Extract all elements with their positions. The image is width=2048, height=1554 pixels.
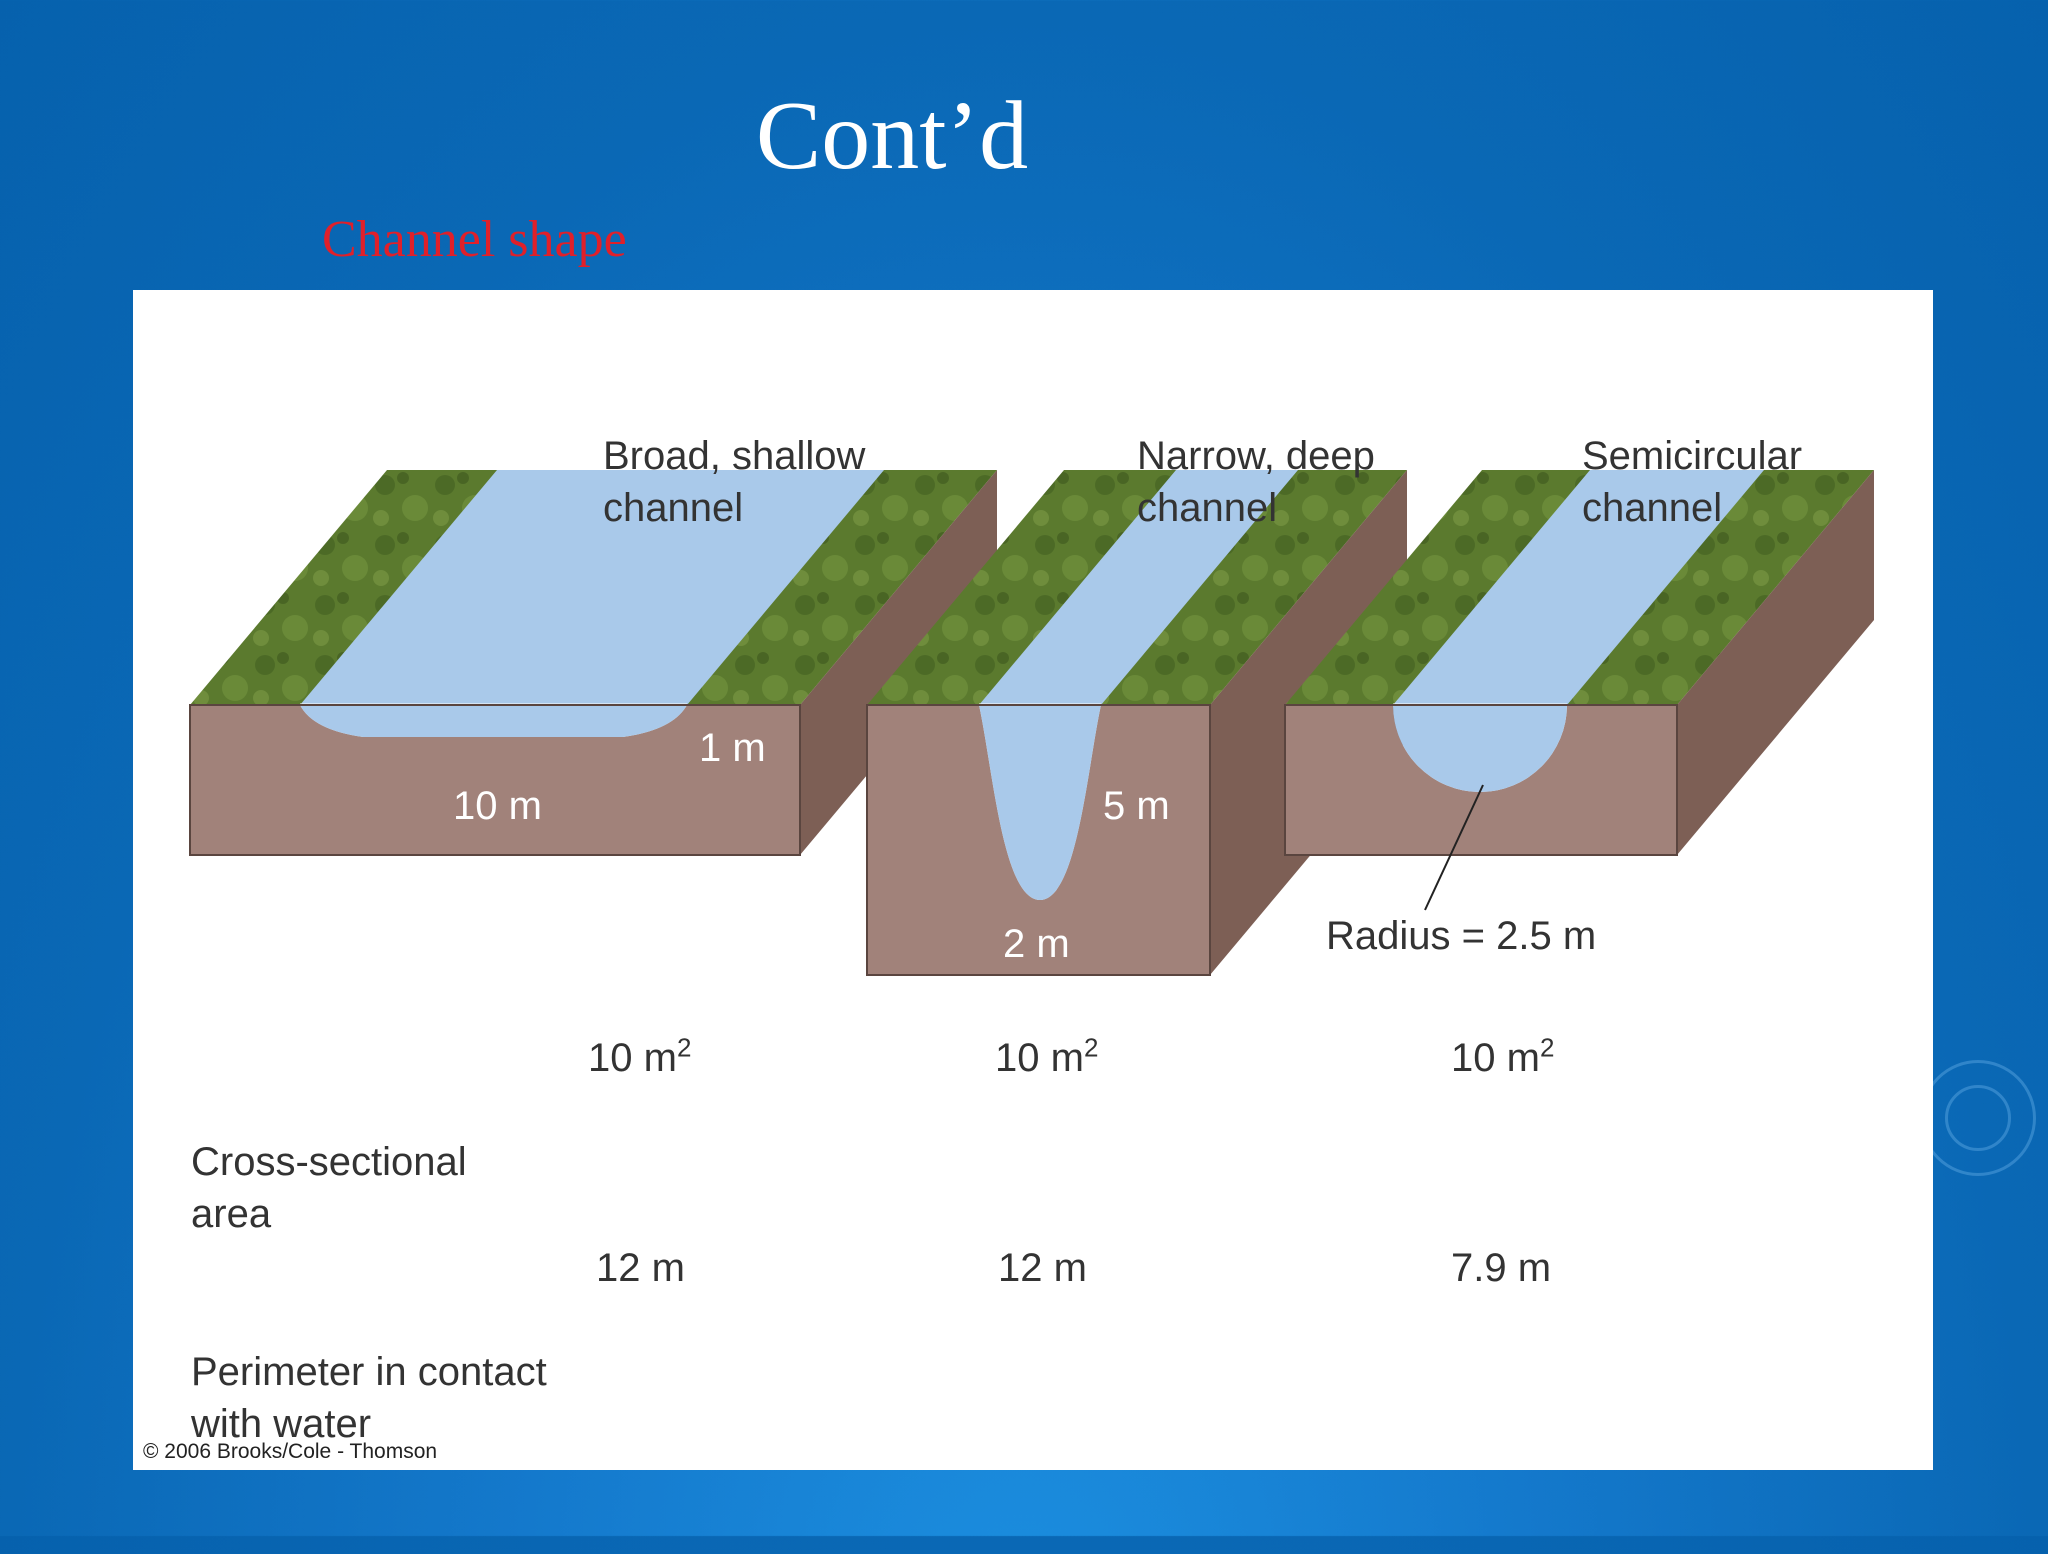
slide-subtitle: Channel shape — [322, 211, 627, 268]
area-value: 10 m2 — [588, 1032, 692, 1080]
channel-diagram — [189, 470, 1874, 976]
semicircular-block — [1284, 470, 1874, 911]
radius-leader-line — [1424, 784, 1484, 911]
perimeter-value: 12 m — [998, 1246, 1087, 1290]
depth-label-narrow: 5 m — [1103, 784, 1170, 828]
perimeter-value: 12 m — [596, 1246, 685, 1290]
width-label-narrow: 2 m — [1003, 922, 1070, 966]
ripple-decoration — [1945, 1085, 2011, 1151]
radius-label: Radius = 2.5 m — [1326, 914, 1597, 958]
width-label-broad: 10 m — [453, 784, 542, 828]
slide-title: Cont’d — [755, 82, 1029, 190]
broad-shallow-block — [189, 470, 997, 856]
area-value: 10 m2 — [995, 1032, 1099, 1080]
perimeter-value: 7.9 m — [1451, 1246, 1552, 1290]
copyright-notice: © 2006 Brooks/Cole - Thomson — [143, 1440, 438, 1463]
area-value: 10 m2 — [1451, 1032, 1555, 1080]
depth-label-broad: 1 m — [699, 726, 766, 770]
